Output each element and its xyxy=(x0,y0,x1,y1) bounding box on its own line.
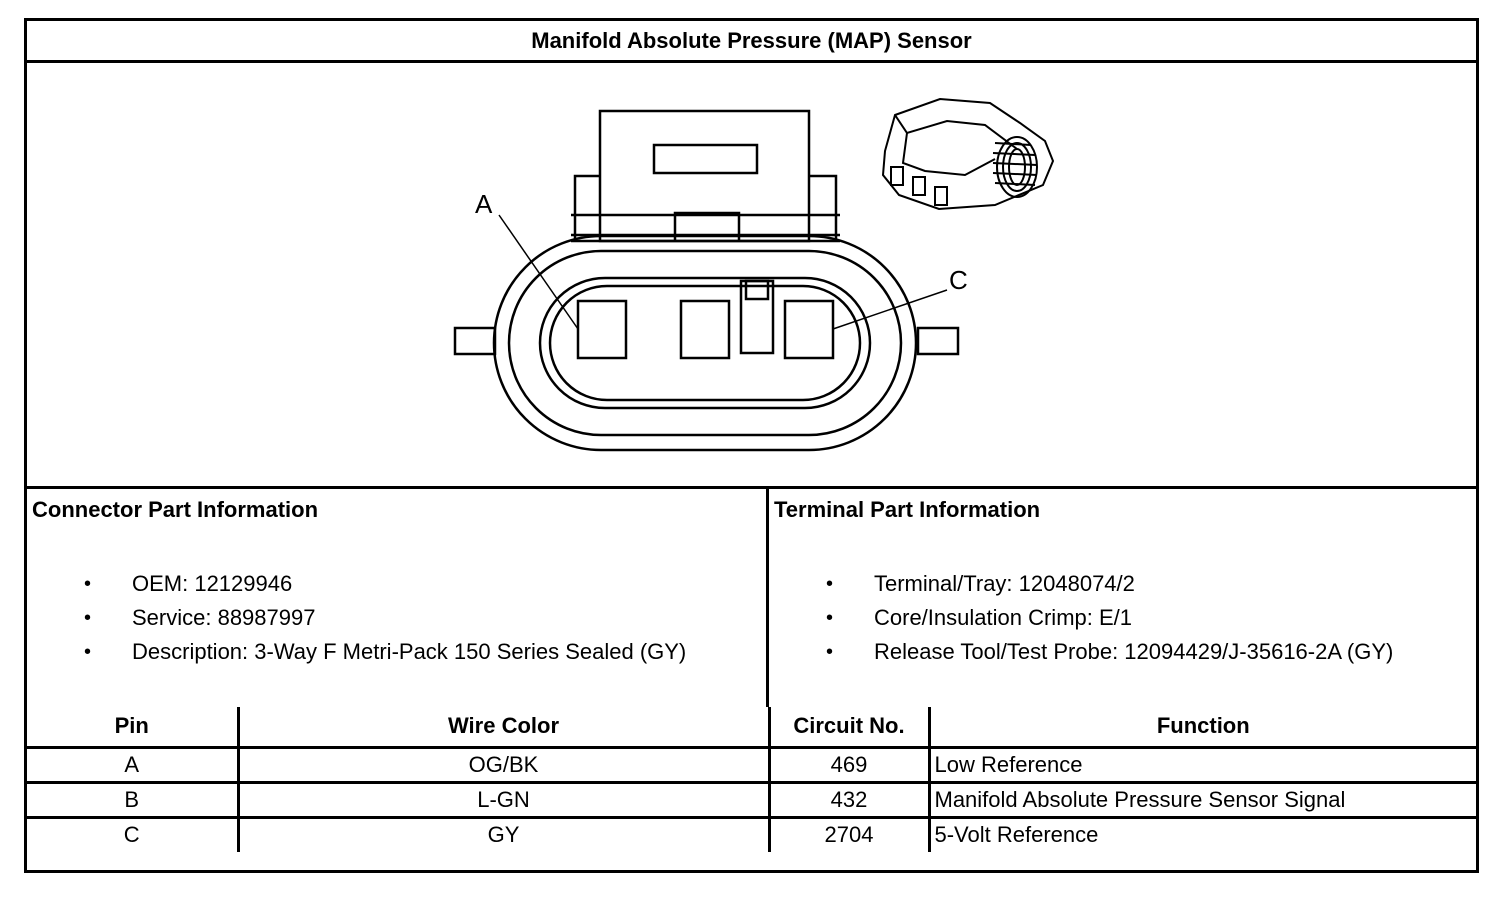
diagram-frame: Manifold Absolute Pressure (MAP) Sensor xyxy=(24,18,1479,873)
cavity-b xyxy=(679,299,731,360)
bullet-icon: • xyxy=(826,573,834,595)
col-header-wire-color: Wire Color xyxy=(236,707,771,749)
bullet-icon: • xyxy=(84,573,92,595)
shell-mid xyxy=(507,249,903,437)
col-header-circuit-no: Circuit No. xyxy=(767,707,931,749)
ear-left xyxy=(453,326,497,356)
latch-shoulder-right xyxy=(809,174,838,241)
circuit-cell: 469 xyxy=(767,745,931,784)
pin-cell: C xyxy=(27,815,240,852)
latch-shoulder-left xyxy=(573,174,600,241)
table-row: B L-GN 432 Manifold Absolute Pressure Se… xyxy=(27,780,1476,819)
bullet-icon: • xyxy=(84,607,92,629)
col-header-function: Function xyxy=(927,707,1476,749)
diagram-title: Manifold Absolute Pressure (MAP) Sensor xyxy=(27,21,1476,63)
bullet-icon: • xyxy=(826,607,834,629)
table-row: C GY 2704 5-Volt Reference xyxy=(27,815,1476,852)
connector-part-info: Connector Part Information •OEM: 1212994… xyxy=(27,489,769,707)
connector-drawing: A C xyxy=(453,97,1055,452)
shell-outer xyxy=(492,234,918,452)
shell-core xyxy=(548,284,862,402)
function-cell: 5-Volt Reference xyxy=(927,815,1476,852)
cavity-a xyxy=(576,299,628,360)
function-cell: Low Reference xyxy=(927,745,1476,784)
ear-right xyxy=(916,326,960,356)
pin-label-a: A xyxy=(475,189,493,219)
wire-color-cell: L-GN xyxy=(236,780,771,819)
connector-part-heading: Connector Part Information xyxy=(32,497,319,522)
shell-inner xyxy=(538,276,872,410)
pin-cell: B xyxy=(27,780,240,819)
key-tab-inner xyxy=(744,279,770,301)
table-row: A OG/BK 469 Low Reference xyxy=(27,745,1476,784)
connector-iso-view xyxy=(881,97,1055,211)
pin-label-c: C xyxy=(949,265,968,295)
wire-color-cell: GY xyxy=(236,815,771,852)
circuit-cell: 432 xyxy=(767,780,931,819)
bullet-icon: • xyxy=(84,641,92,663)
bullet-icon: • xyxy=(826,641,834,663)
col-header-pin: Pin xyxy=(27,707,240,749)
connector-figure: A C xyxy=(27,63,1476,489)
latch-slot xyxy=(652,143,759,175)
leader-a xyxy=(498,214,579,330)
function-cell: Manifold Absolute Pressure Sensor Signal xyxy=(927,780,1476,819)
terminal-part-info: Terminal Part Information •Terminal/Tray… xyxy=(769,489,1476,707)
terminal-part-heading: Terminal Part Information xyxy=(774,497,1041,522)
leader-c xyxy=(832,289,948,330)
circuit-cell: 2704 xyxy=(767,815,931,852)
latch-housing xyxy=(598,109,811,243)
pin-cell: A xyxy=(27,745,240,784)
pinout-table: Pin Wire Color Circuit No. Function A OG… xyxy=(27,707,1476,852)
table-header-row: Pin Wire Color Circuit No. Function xyxy=(27,707,1476,749)
cavity-c xyxy=(783,299,835,360)
wire-color-cell: OG/BK xyxy=(236,745,771,784)
